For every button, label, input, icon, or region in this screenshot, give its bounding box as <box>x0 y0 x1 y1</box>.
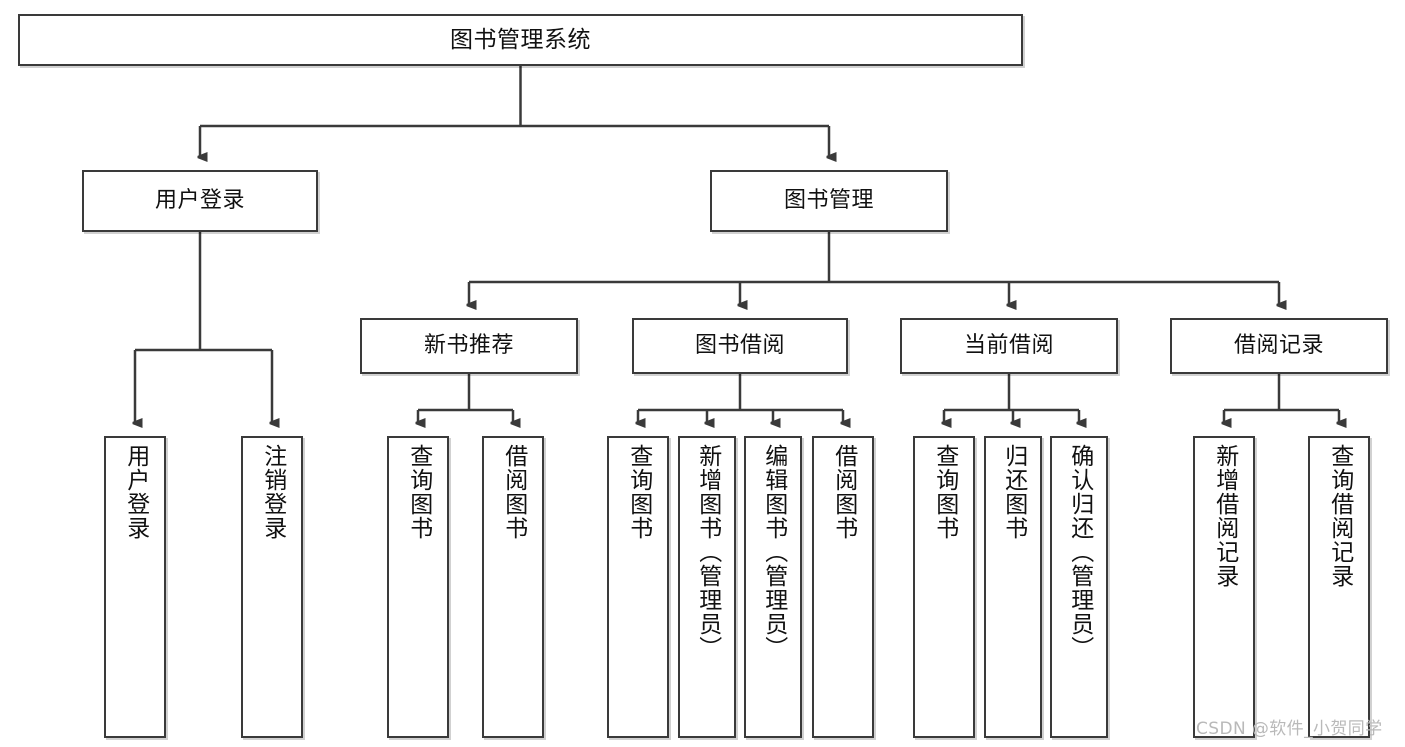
node-leaf-11[interactable]: 确认归还（管理员） <box>1050 436 1108 738</box>
node-leaf-4[interactable]: 借阅图书 <box>482 436 544 738</box>
node-label: 图书管理 <box>783 188 874 214</box>
node-bookmgmt[interactable]: 图书管理 <box>710 170 948 232</box>
node-label: 编辑图书（管理员） <box>760 444 787 660</box>
node-label: 查询图书 <box>931 444 958 540</box>
node-label: 查询图书 <box>625 444 652 540</box>
node-label: 确认归还（管理员） <box>1066 444 1093 660</box>
node-leaf-2[interactable]: 注销登录 <box>241 436 303 738</box>
node-login[interactable]: 用户登录 <box>82 170 318 232</box>
node-label: 新增图书（管理员） <box>694 444 721 660</box>
node-label: 图书借阅 <box>694 333 785 359</box>
node-leaf-12[interactable]: 新增借阅记录 <box>1193 436 1255 738</box>
node-label: 借阅图书 <box>830 444 857 540</box>
node-label: 新增借阅记录 <box>1211 444 1238 588</box>
node-current[interactable]: 当前借阅 <box>900 318 1118 374</box>
node-label: 注销登录 <box>259 444 286 540</box>
node-label: 当前借阅 <box>963 333 1054 359</box>
node-root[interactable]: 图书管理系统 <box>18 14 1023 66</box>
node-leaf-6[interactable]: 新增图书（管理员） <box>678 436 736 738</box>
node-leaf-9[interactable]: 查询图书 <box>913 436 975 738</box>
node-label: 用户登录 <box>154 188 245 214</box>
node-leaf-13[interactable]: 查询借阅记录 <box>1308 436 1370 738</box>
node-leaf-5[interactable]: 查询图书 <box>607 436 669 738</box>
node-label: 借阅图书 <box>500 444 527 540</box>
node-leaf-1[interactable]: 用户登录 <box>104 436 166 738</box>
csdn-watermark: CSDN @软件_小贺同学 <box>1196 719 1383 739</box>
node-leaf-3[interactable]: 查询图书 <box>387 436 449 738</box>
node-borrow[interactable]: 图书借阅 <box>632 318 848 374</box>
node-label: 归还图书 <box>1000 444 1027 540</box>
node-label: 图书管理系统 <box>450 26 591 53</box>
node-label: 新书推荐 <box>423 333 514 359</box>
node-label: 借阅记录 <box>1233 333 1324 359</box>
node-label: 查询图书 <box>405 444 432 540</box>
node-newbook[interactable]: 新书推荐 <box>360 318 578 374</box>
node-records[interactable]: 借阅记录 <box>1170 318 1388 374</box>
node-leaf-10[interactable]: 归还图书 <box>984 436 1042 738</box>
node-leaf-8[interactable]: 借阅图书 <box>812 436 874 738</box>
node-label: 用户登录 <box>122 444 149 540</box>
node-label: 查询借阅记录 <box>1326 444 1353 588</box>
node-leaf-7[interactable]: 编辑图书（管理员） <box>744 436 802 738</box>
